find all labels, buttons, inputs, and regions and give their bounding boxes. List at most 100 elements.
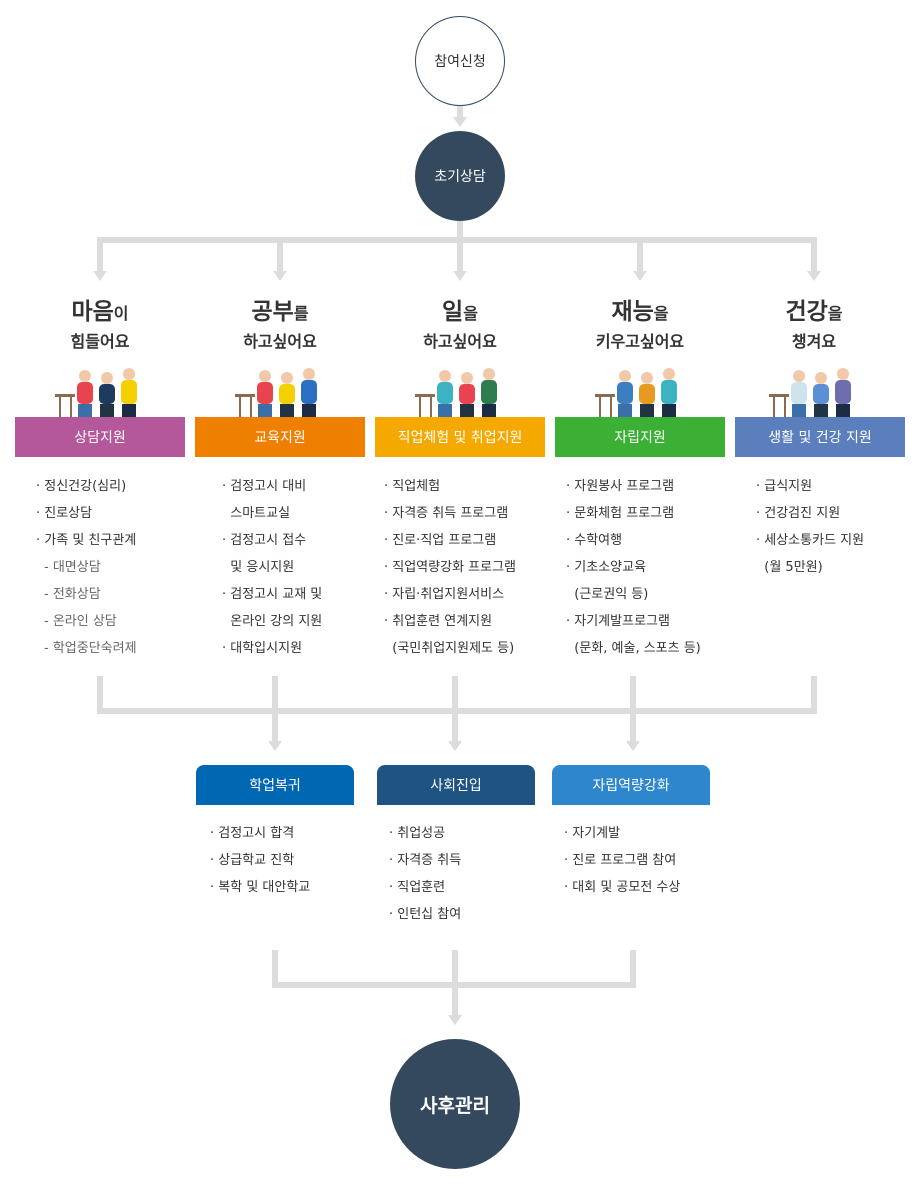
box-label: 생활 및 건강 지원: [768, 430, 872, 446]
arrow-down-icon: [626, 741, 640, 751]
list-item: · 검정고시 접수 및 응시지원: [222, 533, 307, 575]
title-sub: 키우고싶어요: [595, 332, 685, 351]
support-category-box: 생활 및 건강 지원: [735, 417, 905, 457]
connector: [637, 240, 643, 272]
connector: [457, 221, 463, 243]
list-item: · 수학여행: [566, 533, 623, 548]
list-item: · 검정고시 합격: [210, 826, 295, 841]
outcome-label: 자립역량강화: [592, 778, 670, 794]
column-title: 건강을 챙겨요: [724, 292, 904, 352]
final-label: 사후관리: [420, 1094, 490, 1117]
illustration-icon: [595, 368, 677, 419]
column-title: 공부를 하고싶어요: [190, 292, 370, 352]
support-item-list: · 정신건강(심리)· 진로상담· 가족 및 친구관계- 대면상담- 전화상담-…: [36, 473, 137, 662]
initial-label: 초기상담: [434, 169, 486, 185]
connector: [630, 676, 636, 714]
list-item: · 자원봉사 프로그램: [566, 479, 675, 494]
title-sub: 챙겨요: [791, 332, 837, 351]
column-title: 일을 하고싶어요: [370, 292, 550, 352]
list-item: · 검정고시 대비 스마트교실: [222, 479, 307, 521]
support-category-box: 교육지원: [195, 417, 365, 457]
arrow-down-icon: [633, 271, 647, 281]
connector: [811, 676, 817, 714]
arrow-down-icon: [807, 271, 821, 281]
illustration-icon: [769, 368, 851, 419]
column-title: 재능을 키우고싶어요: [550, 292, 730, 352]
outcome-box: 학업복귀: [196, 765, 354, 805]
connector: [272, 982, 636, 988]
connector: [630, 714, 636, 742]
connector: [452, 676, 458, 714]
title-main: 건강: [785, 299, 828, 325]
outcome-box: 자립역량강화: [552, 765, 710, 805]
connector: [457, 240, 463, 272]
title-particle: 을: [653, 304, 669, 323]
box-label: 상담지원: [74, 430, 126, 446]
outcome-box: 사회진입: [377, 765, 535, 805]
title-particle: 이: [113, 304, 129, 323]
arrow-down-icon: [268, 741, 282, 751]
list-item: · 세상소통카드 지원 (월 5만원): [756, 533, 865, 575]
connector: [97, 676, 103, 714]
connector: [811, 240, 817, 272]
arrow-down-icon: [93, 271, 107, 281]
list-item: · 복학 및 대안학교: [210, 880, 311, 895]
title-particle: 을: [463, 304, 478, 323]
outcome-item-list: · 자기계발· 진로 프로그램 참여· 대회 및 공모전 수상: [564, 820, 680, 901]
support-item-list: · 급식지원 · 건강검진 지원 · 세상소통카드 지원 (월 5만원): [756, 473, 864, 581]
connector: [452, 714, 458, 742]
title-main: 공부: [251, 299, 294, 325]
final-node: 사후관리: [390, 1039, 520, 1169]
support-item-list: · 직업체험· 자격증 취득 프로그램· 진로·직업 프로그램· 직업역량강화 …: [384, 473, 516, 662]
list-item: · 급식지원: [756, 479, 813, 494]
connector: [277, 240, 283, 272]
connector: [630, 950, 636, 988]
list-subitem: - 학업중단숙려제: [44, 641, 137, 656]
title-sub: 하고싶어요: [423, 332, 497, 351]
list-item: · 자기계발: [564, 826, 621, 841]
list-item: · 자기계발프로그램 (문화, 예술, 스포츠 등): [566, 614, 701, 656]
arrow-down-icon: [453, 117, 467, 127]
list-item: · 취업훈련 연계지원 (국민취업지원제도 등): [384, 614, 515, 656]
outcome-label: 사회진입: [430, 778, 482, 794]
list-item: · 진로상담: [36, 506, 93, 521]
list-item: · 취업성공: [389, 826, 446, 841]
support-category-box: 직업체험 및 취업지원: [375, 417, 545, 457]
list-item: · 문화체험 프로그램: [566, 506, 675, 521]
start-label: 참여신청: [434, 54, 486, 70]
illustration-icon: [55, 368, 137, 419]
list-item: · 상급학교 진학: [210, 853, 295, 868]
list-item: · 검정고시 교재 및 온라인 강의 지원: [222, 587, 323, 629]
title-particle: 를: [293, 304, 309, 323]
connector: [272, 950, 278, 988]
arrow-down-icon: [273, 271, 287, 281]
support-category-box: 자립지원: [555, 417, 725, 457]
box-label: 교육지원: [254, 430, 306, 446]
arrow-down-icon: [453, 271, 467, 281]
list-item: · 직업훈련: [389, 880, 446, 895]
title-main: 재능: [611, 299, 654, 325]
list-item: · 건강검진 지원: [756, 506, 841, 521]
list-item: · 대학입시지원: [222, 641, 303, 656]
support-item-list: · 검정고시 대비 스마트교실 · 검정고시 접수 및 응시지원 · 검정고시 교재…: [222, 473, 322, 662]
outcome-item-list: · 취업성공 · 자격증 취득 · 직업훈련 · 인턴십 참여: [389, 820, 461, 928]
title-main: 마음: [71, 299, 114, 325]
illustration-icon: [415, 368, 497, 419]
connector: [97, 240, 103, 272]
box-label: 직업체험 및 취업지원: [397, 430, 523, 446]
arrow-down-icon: [448, 741, 462, 751]
outcome-label: 학업복귀: [249, 778, 301, 794]
list-item: · 가족 및 친구관계: [36, 533, 137, 548]
connector: [272, 676, 278, 714]
list-item: · 자격증 취득 프로그램: [384, 506, 509, 521]
initial-consult-node: 초기상담: [415, 131, 505, 221]
list-item: · 자격증 취득: [389, 853, 462, 868]
list-item: · 진로 프로그램 참여: [564, 853, 677, 868]
list-item: · 직업체험: [384, 479, 441, 494]
title-sub: 하고싶어요: [243, 332, 317, 351]
list-item: · 기초소양교육 (근로권익 등): [566, 560, 649, 602]
list-item: · 인턴십 참여: [389, 907, 462, 922]
connector: [272, 714, 278, 742]
connector: [457, 106, 463, 118]
arrow-down-icon: [448, 1015, 462, 1025]
